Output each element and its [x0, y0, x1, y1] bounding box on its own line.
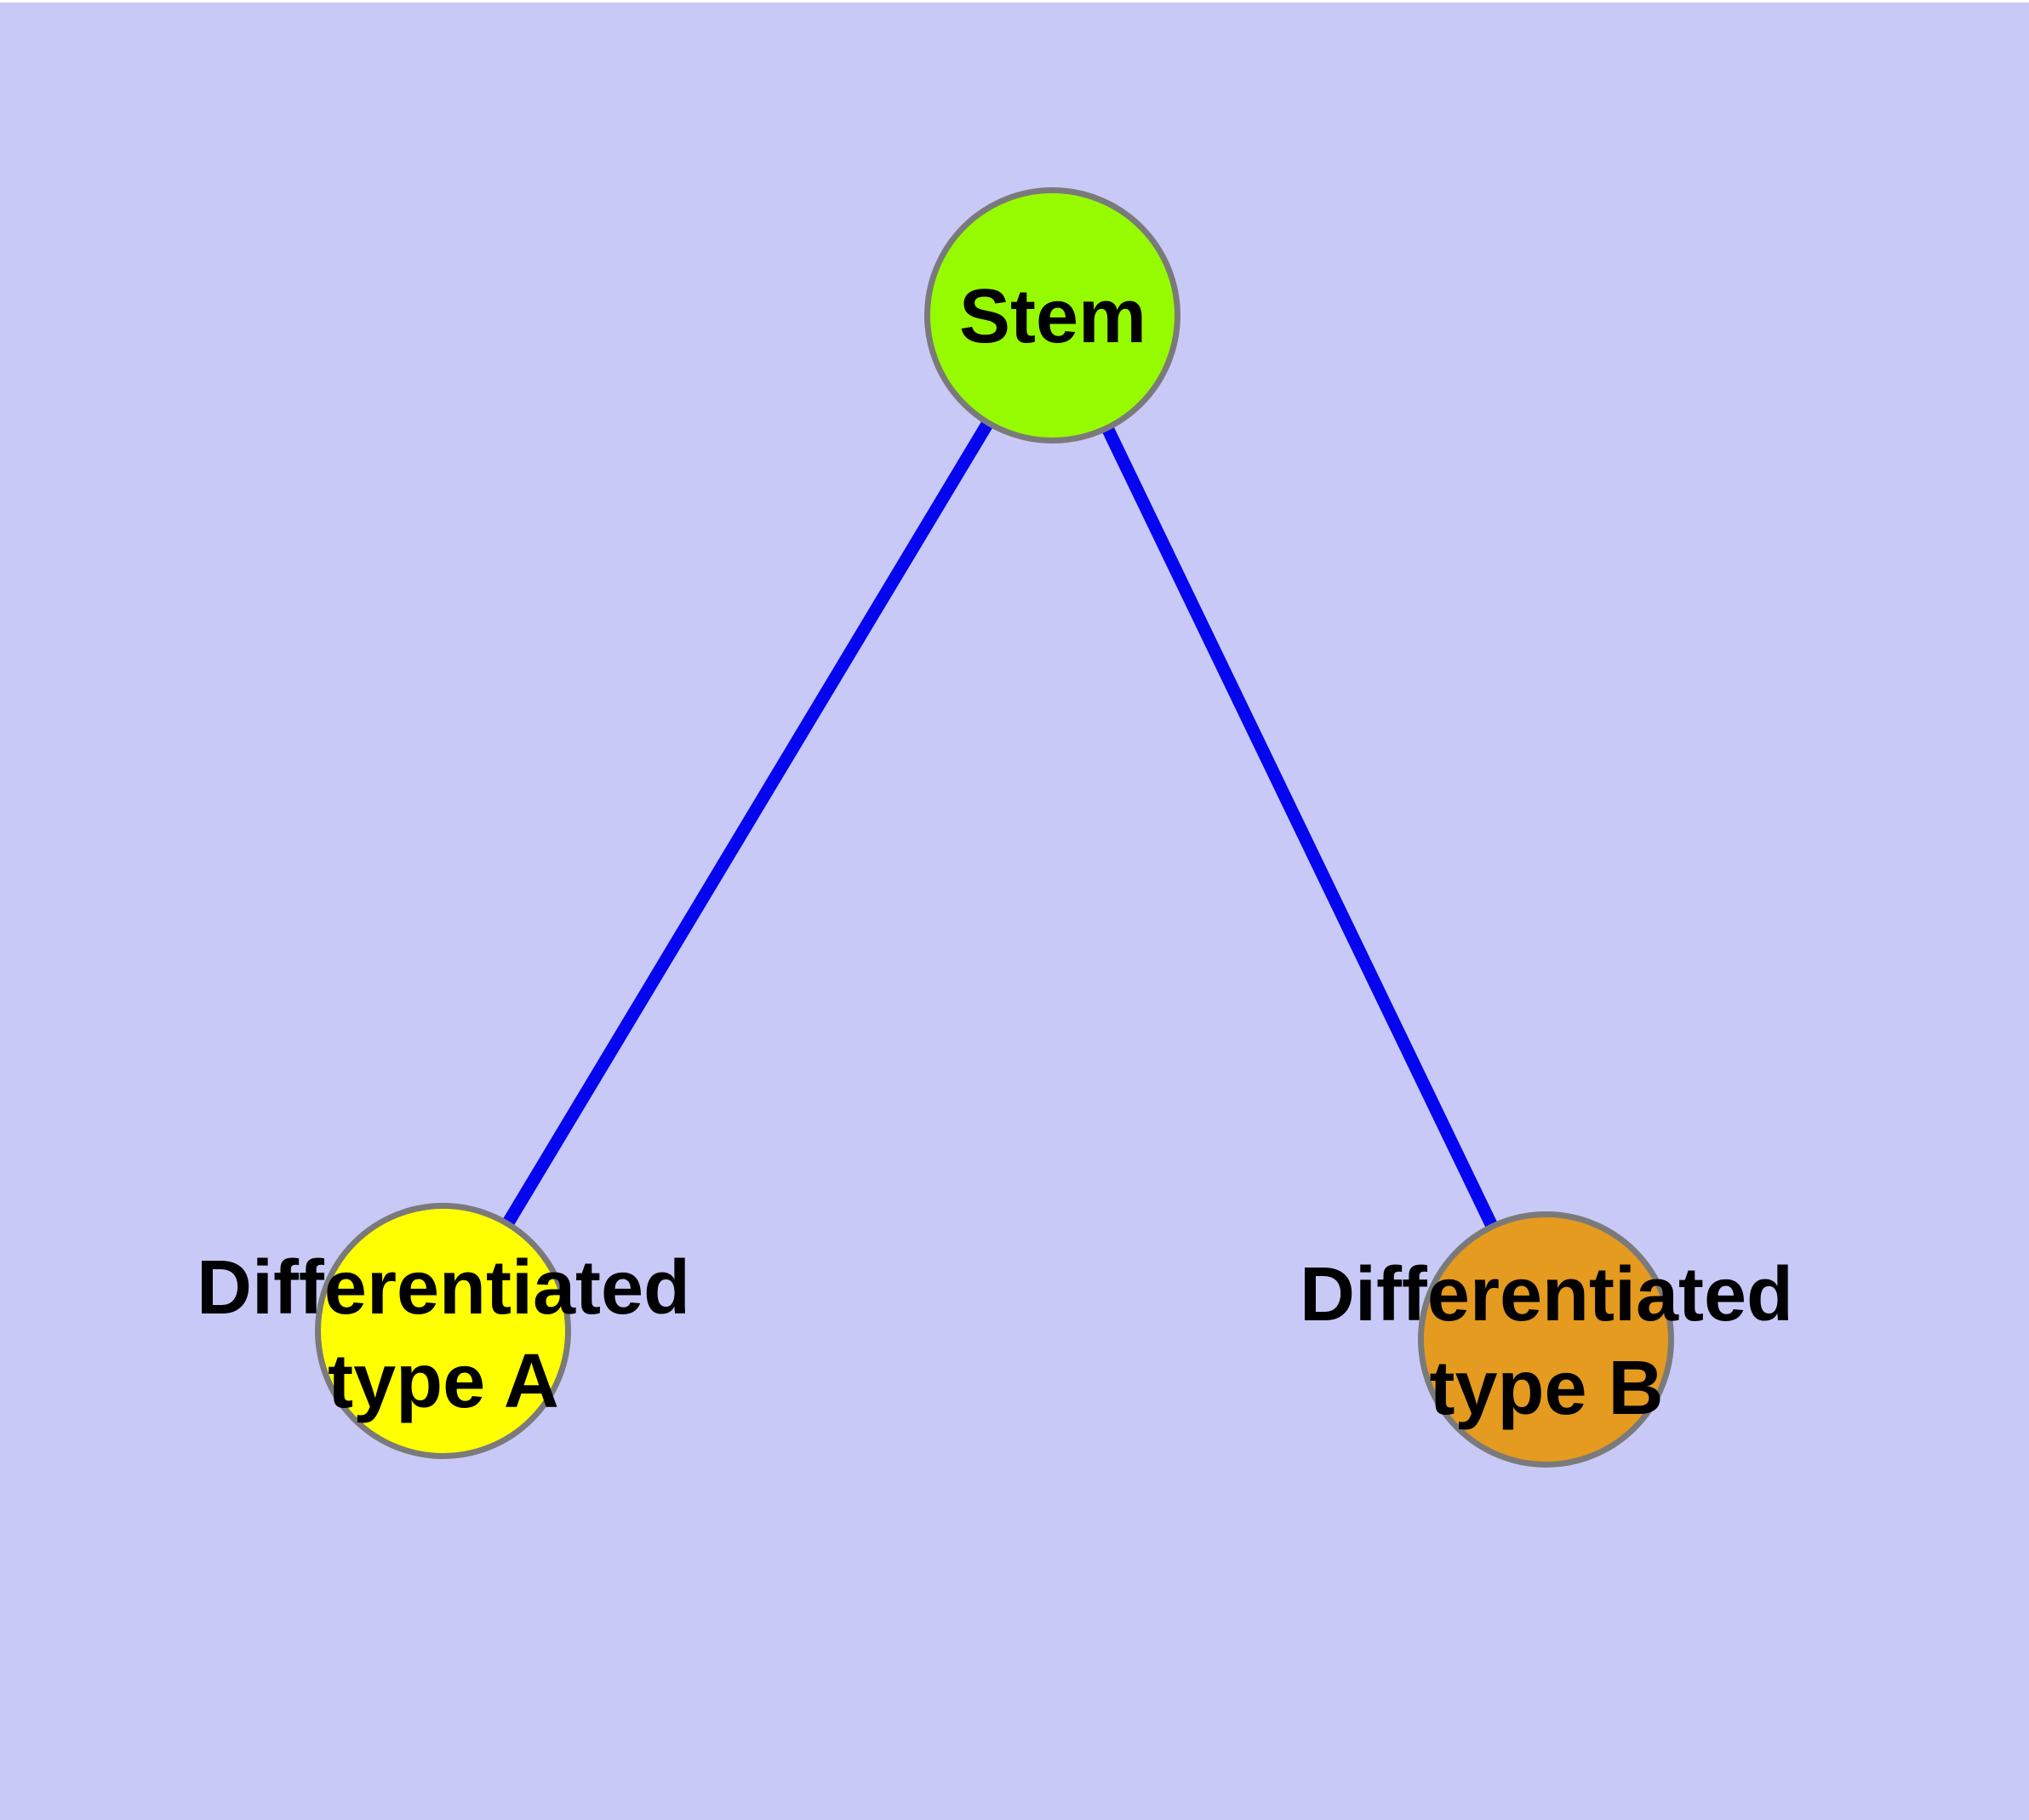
node-type-b-label-line2: type B: [1429, 1346, 1664, 1431]
node-differentiated-type-b: [1418, 1211, 1674, 1468]
node-stem: [924, 187, 1180, 444]
node-type-a-label-line1: Differentiated: [196, 1245, 691, 1331]
node-type-a-label-line2: type A: [328, 1339, 559, 1424]
edge-stem-to-type-a: [437, 312, 1059, 1334]
node-stem-label: Stem: [644, 270, 1461, 363]
node-stem-label-text: Stem: [958, 274, 1147, 359]
node-differentiated-type-a: [315, 1203, 571, 1459]
node-type-b-label: Differentiated type B: [1138, 1248, 1955, 1435]
node-type-b-label-line1: Differentiated: [1299, 1252, 1794, 1337]
node-type-a-label: Differentiated type A: [35, 1241, 852, 1428]
edge-stem-to-type-b: [1047, 312, 1552, 1342]
top-margin-strip: [0, 0, 2029, 3]
